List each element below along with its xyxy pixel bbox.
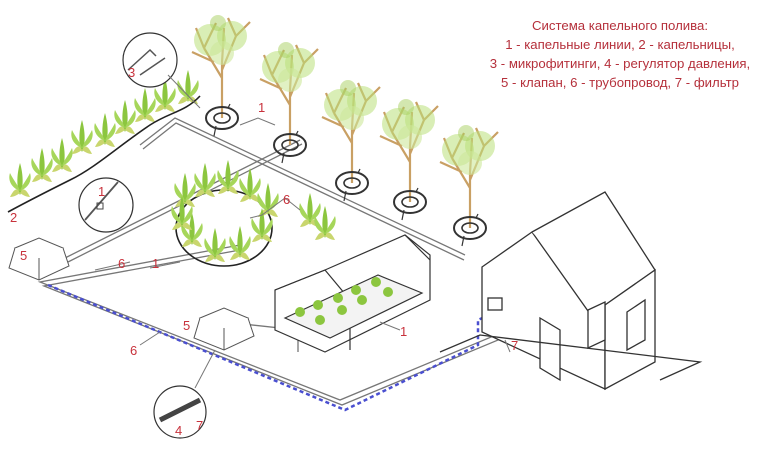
- legend-line: 1 - капельные линии, 2 - капельницы,: [505, 37, 735, 52]
- label-drippers: 2: [10, 210, 17, 225]
- label-valve-left: 5: [20, 248, 27, 263]
- house: [439, 191, 703, 391]
- label-pipeline-left: 6: [118, 256, 125, 271]
- detail-microfittings: [122, 32, 201, 109]
- detail-drip-line: [78, 177, 134, 233]
- tree-row: [190, 13, 500, 247]
- legend-line: 5 - клапан, 6 - трубопровод, 7 - фильтр: [501, 75, 739, 90]
- label-pipeline-top: 6: [283, 192, 290, 207]
- detail-regulator-filter: [153, 349, 216, 439]
- legend-line: 3 - микрофитинги, 4 - регулятор давления…: [489, 56, 751, 71]
- label-pressure-regulator: 4: [175, 423, 182, 438]
- label-drip-line-trees: 1: [258, 100, 265, 115]
- label-filter-detail: 7: [196, 418, 203, 433]
- label-drip-line-greenhouse: 1: [400, 324, 407, 339]
- control-cable: [47, 283, 501, 412]
- shrub-row: [7, 70, 201, 213]
- label-drip-line-circle: 1: [152, 256, 159, 271]
- circular-bed: [171, 160, 336, 267]
- label-filter-house: 7: [511, 338, 518, 353]
- valve-box: [8, 237, 70, 281]
- legend: Система капельного полива: 1 - капельные…: [470, 16, 768, 92]
- label-microfittings: 3: [128, 65, 135, 80]
- label-drip-line-detail: 1: [98, 184, 105, 199]
- legend-title: Система капельного полива:: [531, 18, 708, 33]
- label-valve-center: 5: [183, 318, 190, 333]
- label-pipeline-bottom: 6: [130, 343, 137, 358]
- valve-box: [193, 307, 255, 351]
- greenhouse: [274, 234, 431, 353]
